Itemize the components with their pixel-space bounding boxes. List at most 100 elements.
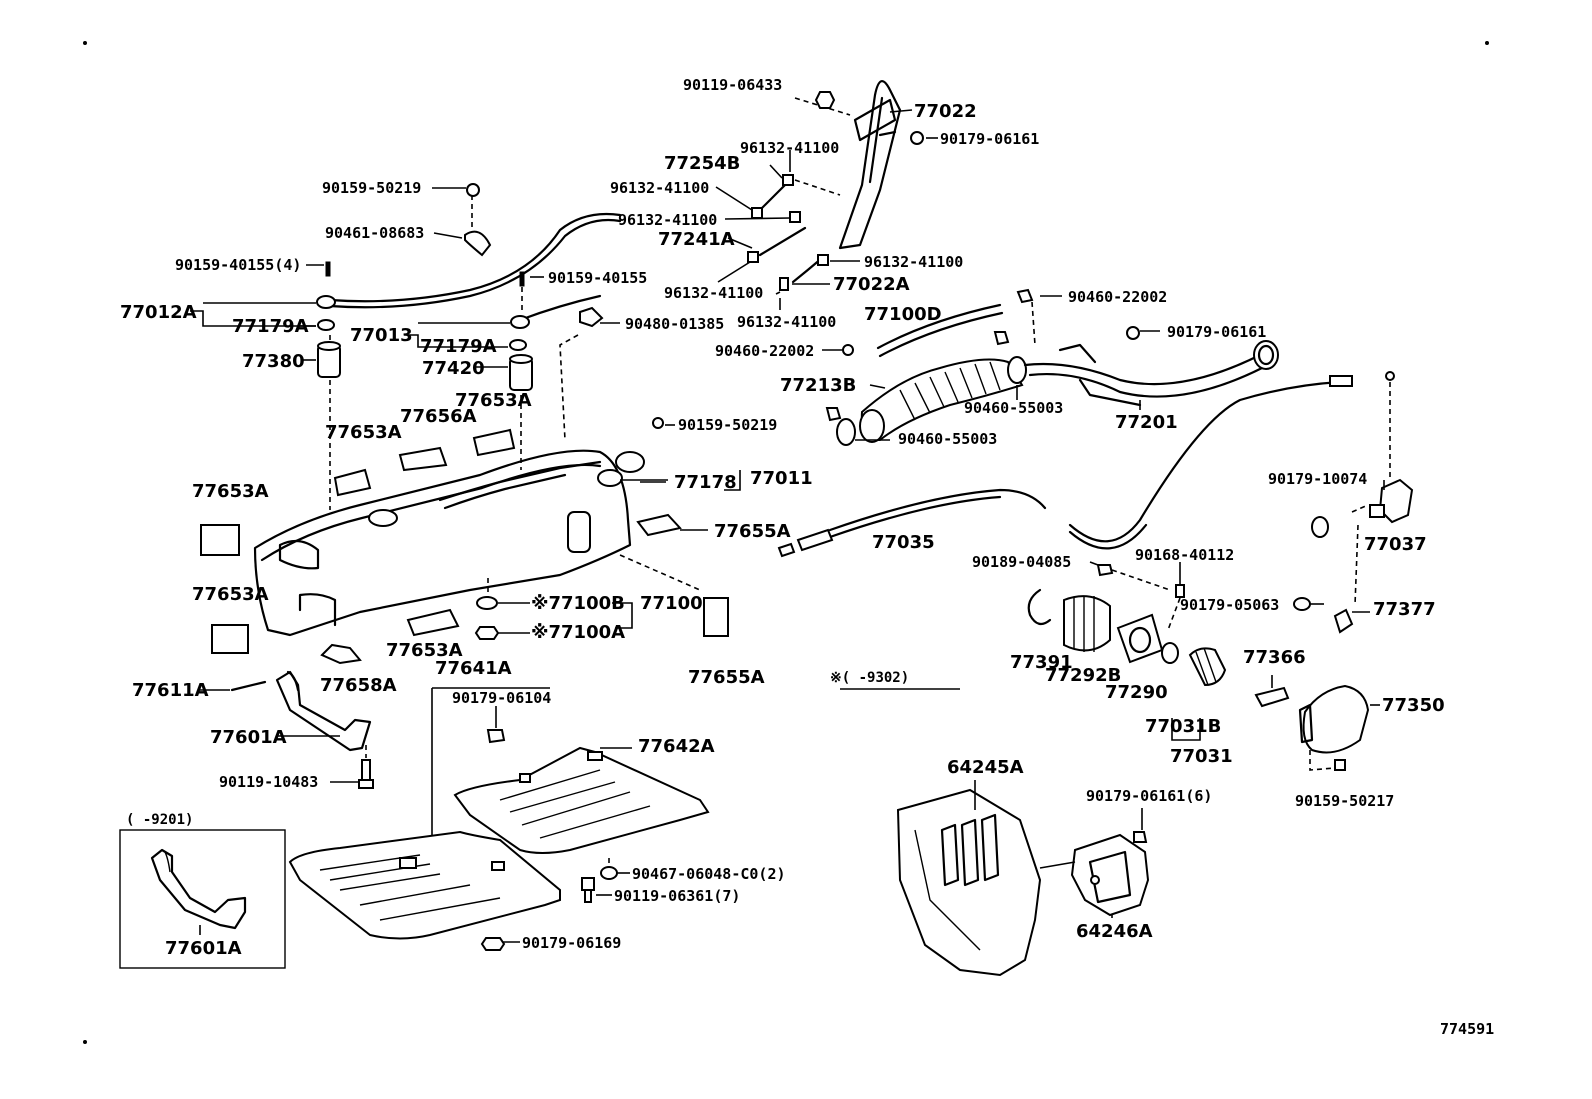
clamp-90460-22002-top [1016,288,1036,346]
heat-shield-64246A [1039,831,1150,917]
label-77290: 77290 [1105,682,1168,703]
label-77391: 77391 [1010,652,1073,673]
clamp-90460-55003-a [993,331,1027,384]
filler-pipe-77022 [794,80,902,250]
label-96132-41100-b: 96132-41100 [610,179,709,197]
label-77653A-1: 77653A [325,422,402,443]
grommet-77100A [474,626,500,640]
label-77213B: 77213B [780,375,856,396]
label-77601A-1: 77601A [210,727,287,748]
grommet-77100B [476,596,498,610]
gasket-77290 [1116,613,1164,664]
pad-77653A-1 [333,468,372,497]
label-90460-22002-left: 90460-22002 [715,342,814,360]
label-90179-06161-6: 90179-06161(6) [1086,787,1212,805]
label-77658A: 77658A [320,675,397,696]
bolt-90119-10483 [358,745,374,789]
label-90119-10483: 90119-10483 [219,773,318,791]
label-9201: ( -9201) [126,812,193,828]
label-96132-41100-d: 96132-41100 [864,253,963,271]
label-77653A-3: 77653A [192,481,269,502]
clamp-90461-08683 [464,183,492,257]
label-77420: 77420 [422,358,485,379]
label-90179-06161-mid: 90179-06161 [1167,323,1266,341]
pad-77655A-2 [619,554,729,637]
label-64245A: 64245A [947,757,1024,778]
label-77292B: 77292B [1045,665,1121,686]
hinge-77377 [1333,608,1354,634]
clip-90179-06104 [486,729,506,744]
label-96132-41100-a: 96132-41100 [740,139,839,157]
label-96132-41100-c: 96132-41100 [618,211,717,229]
label-77022: 77022 [914,101,977,122]
nut-90467-06048 [600,858,618,880]
screw-90159-50217 [1309,750,1346,771]
label-77601A-2: 77601A [165,938,242,959]
label-77031: 77031 [1170,746,1233,767]
label-90460-22002-top: 90460-22002 [1068,288,1167,306]
label-77611A: 77611A [132,680,209,701]
label-90159-50219-top: 90159-50219 [322,179,421,197]
tank-band-77013 [509,271,602,351]
label-90467-06048: 90467-06048-C0(2) [632,865,786,883]
label-77178: 77178 [674,472,737,493]
label-64246A: 64246A [1076,921,1153,942]
label-77380: 77380 [242,351,305,372]
label-90159-50217: 90159-50217 [1295,792,1394,810]
label-96132-41100-f: 96132-41100 [737,313,836,331]
label-77100: 77100 [640,593,703,614]
label-77366: 77366 [1243,647,1306,668]
protector-77658A [320,643,362,665]
callout-labels: 90119-06433 77022 90179-06161 96132-4110… [120,76,1494,1038]
label-90119-06361-7: 90119-06361(7) [614,887,740,905]
hose-77241A [717,211,807,283]
pad-77656A [398,446,448,472]
label-90461-08683: 90461-08683 [325,224,424,242]
tank-band-77012A [316,212,622,510]
label-90179-06161-top: 90179-06161 [940,130,1039,148]
label-90189-04085: 90189-04085 [972,553,1071,571]
pin-77611A [230,680,267,692]
pad-77653A-2 [472,428,516,457]
label-96132-41100-e: 96132-41100 [664,284,763,302]
label-77037: 77037 [1364,534,1427,555]
leader-lines [190,109,1385,943]
protector-77642A [453,746,710,854]
label-90159-50219-mid: 90159-50219 [678,416,777,434]
screw-90189-04085 [1096,564,1171,591]
pad-77653A-5 [406,608,460,637]
label-77100A: ※77100A [531,622,625,643]
label-77011: 77011 [750,468,813,489]
label-77641A: 77641A [435,658,512,679]
corner-marks [83,41,1489,1044]
filler-pipe-77201 [1023,326,1279,407]
clip-90480-01385 [559,306,604,441]
opener-cable [1068,371,1395,550]
pad-77655A-1 [636,513,682,537]
fuel-door-77350 [1298,684,1370,754]
grommet-77292B [1063,595,1111,652]
cushion-77420 [509,354,533,470]
lock-cable-77035 [777,488,1047,558]
hose-77022A [779,254,829,291]
label-77653A-2: 77653A [455,390,532,411]
label-77653A-5: 77653A [386,640,463,661]
label-77031B: 77031B [1145,716,1221,737]
label-77035: 77035 [872,532,935,553]
cushion-77380 [317,341,341,378]
washer-90179-05063 [1293,597,1311,611]
label-9302: ※( -9302) [830,670,909,686]
label-77655A-2: 77655A [688,667,765,688]
label-77201: 77201 [1115,412,1178,433]
cap-77031B [1161,642,1179,664]
label-77012A: 77012A [120,302,197,323]
label-90179-05063: 90179-05063 [1180,596,1279,614]
cap-77031 [1171,647,1227,741]
hose-77100D [842,303,1004,358]
label-77022A: 77022A [833,274,910,295]
sender-gauge-77011 [597,417,668,487]
clamp-90460-55003-b [825,407,856,446]
label-90179-10074: 90179-10074 [1268,470,1367,488]
label-77350: 77350 [1382,695,1445,716]
